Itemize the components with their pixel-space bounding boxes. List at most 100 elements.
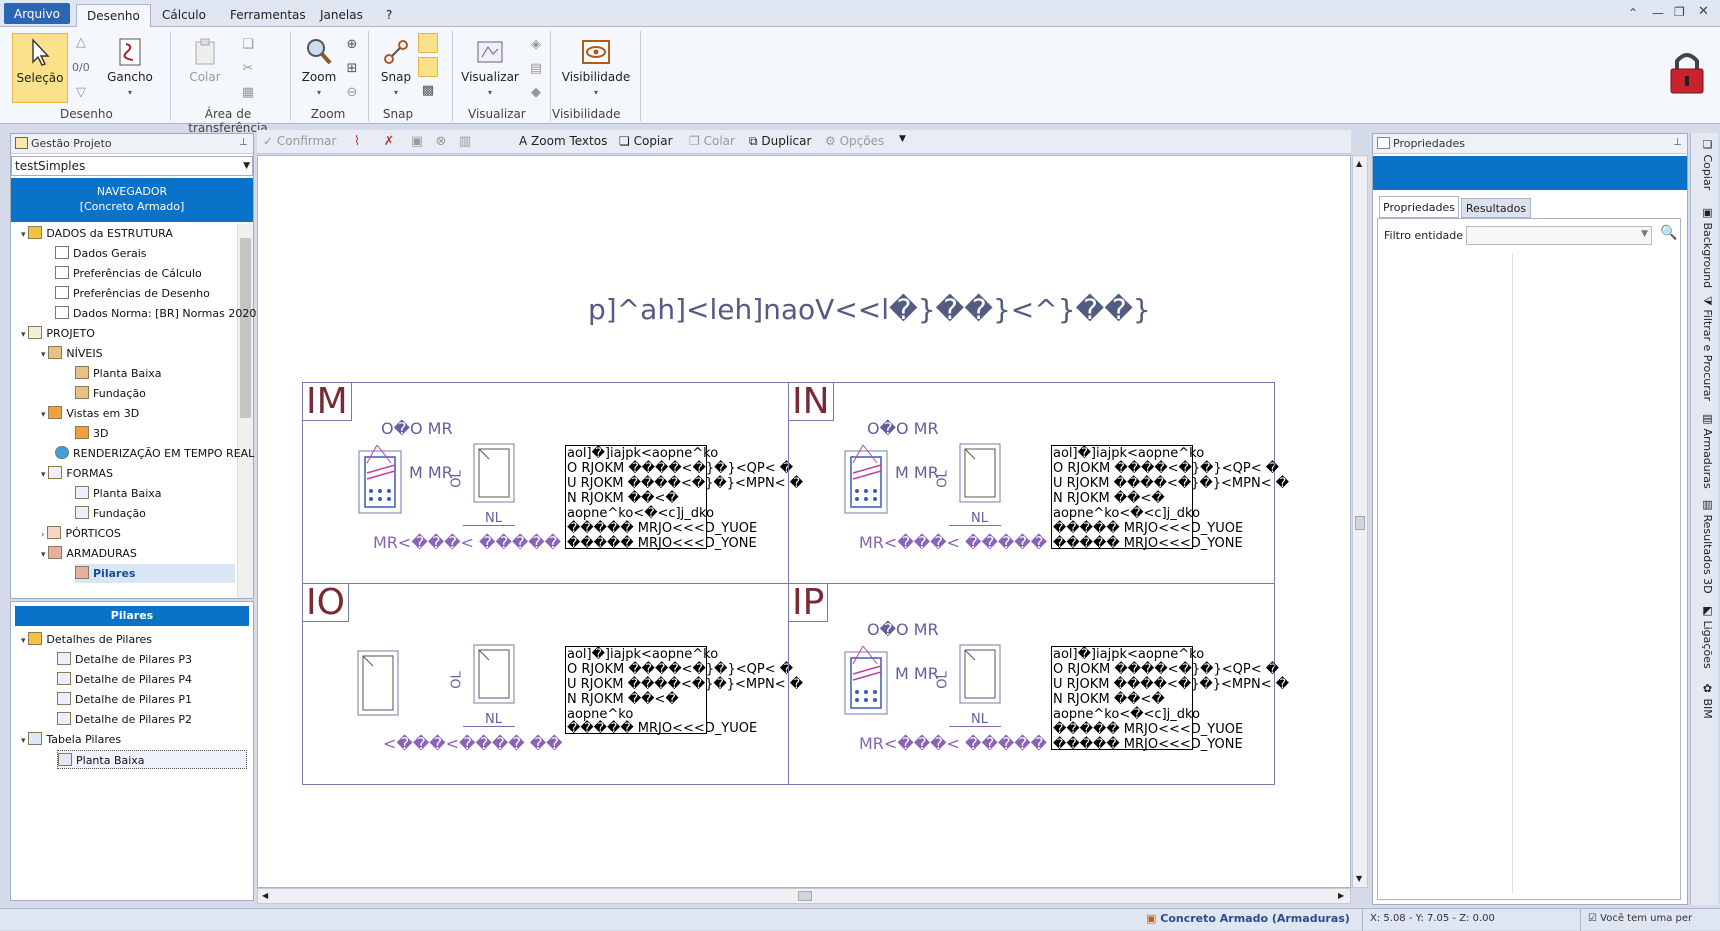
visibilidade-button[interactable]: Visibilidade ▾ <box>558 33 634 103</box>
zoom-window-icon[interactable]: ⊞ <box>346 61 358 76</box>
pilares-panel: Pilares ▾ Detalhes de Pilares Detalhe de… <box>10 601 254 901</box>
restore-icon[interactable]: ❐ <box>1674 5 1685 19</box>
snap-midpoint-toggle[interactable] <box>418 57 438 77</box>
pin-icon[interactable]: ⊥ <box>239 137 248 148</box>
tree-3d[interactable]: 3D <box>75 424 108 443</box>
side-tab-resultados-3d[interactable]: ▥ Resultados 3D <box>1701 498 1714 594</box>
nl-label: NL <box>485 712 502 727</box>
view-settings-icon[interactable]: ◆ <box>531 85 541 100</box>
opcoes-button[interactable]: ⚙ Opções <box>825 134 885 148</box>
scroll-up-icon: ▲ <box>1356 159 1363 168</box>
tree-dados-gerais[interactable]: Dados Gerais <box>55 244 147 263</box>
view-layers-icon[interactable]: ▤ <box>529 61 543 76</box>
sub-tabela-pilares[interactable]: ▾ Tabela Pilares <box>21 732 122 746</box>
tool-icon-1[interactable]: ▣ <box>410 134 424 149</box>
status-tip: ☑ Você tem uma per <box>1588 913 1693 924</box>
search-icon[interactable]: 🔍 <box>1660 225 1678 241</box>
colar-toolbar-button[interactable]: ❐ Colar <box>689 134 735 148</box>
ol-label: OL <box>935 671 951 689</box>
visualizar-button[interactable]: Visualizar ▾ <box>458 33 522 103</box>
tab-propriedades[interactable]: Propriedades <box>1379 196 1459 218</box>
snap-button[interactable]: Snap ▾ <box>374 33 418 103</box>
side-tab-ligacoes[interactable]: ◩ Ligações <box>1701 604 1714 669</box>
side-tab-copiar[interactable]: ❏ Copiar <box>1701 138 1714 191</box>
zoom-textos-button[interactable]: A Zoom Textos <box>519 134 608 148</box>
project-select[interactable]: testSimples ▼ <box>11 156 253 176</box>
tool-icon-3[interactable]: ▥ <box>458 134 472 149</box>
tree-niveis-planta-baixa[interactable]: Planta Baixa <box>75 364 162 383</box>
side-tab-bim[interactable]: ✿ BIM <box>1701 682 1714 719</box>
tree-dados-norma[interactable]: Dados Norma: [BR] Normas 2020 <box>55 304 256 323</box>
sub-planta-baixa[interactable]: Planta Baixa <box>57 750 247 769</box>
tree-scrollbar[interactable] <box>237 224 253 598</box>
tree-dados-estrutura[interactable]: ▾ DADOS da ESTRUTURA <box>21 226 173 240</box>
canvas-hscroll[interactable]: ◀ ▶ <box>257 888 1351 904</box>
zoom-in-icon[interactable]: ⊕ <box>346 37 358 52</box>
gancho-button[interactable]: Gancho ▾ <box>100 33 160 103</box>
copiar-button[interactable]: ❏ Copiar <box>619 134 673 148</box>
column-section-icon <box>844 444 888 514</box>
tree-projeto[interactable]: ▾ PROJETO <box>21 326 95 340</box>
tree-niveis-fundacao[interactable]: Fundação <box>75 384 146 403</box>
detail-cell-4[interactable]: IP O�O MR M MR OL NL MR<���< ����� aol]�… <box>788 583 1290 785</box>
tree-formas-planta-baixa[interactable]: Planta Baixa <box>75 484 162 503</box>
magnifier-icon <box>307 39 332 65</box>
sub-detalhe-p1[interactable]: Detalhe de Pilares P1 <box>57 690 192 709</box>
tree-vistas-3d[interactable]: ▾ Vistas em 3D <box>41 406 140 420</box>
tree-porticos[interactable]: › PÓRTICOS <box>41 526 121 540</box>
detail-cell-1[interactable]: IM O�O MR M MR OL NL MR<���< ����� aol]�… <box>302 382 803 584</box>
tree-armaduras[interactable]: ▾ ARMADURAS <box>41 546 137 560</box>
side-tab-background[interactable]: ▣ Background <box>1701 206 1714 289</box>
lock-icon[interactable] <box>1668 49 1706 95</box>
toolbar-more-icon[interactable]: ▼ <box>899 134 906 144</box>
duplicar-button[interactable]: ⧉ Duplicar <box>749 134 812 148</box>
canvas-vscroll[interactable]: ▲ ▼ <box>1352 155 1368 888</box>
tab-calculo[interactable]: Cálculo <box>162 8 206 22</box>
confirmar-button[interactable]: ✓ Confirmar <box>263 134 337 148</box>
tree-formas[interactable]: ▾ FORMAS <box>41 466 114 480</box>
copy-icon[interactable]: ❏ <box>242 37 254 52</box>
tab-help[interactable]: ? <box>386 8 393 22</box>
grid-select-icon[interactable]: ▦ <box>241 85 255 100</box>
selecao-button[interactable]: Seleção <box>12 33 68 103</box>
snap-endpoint-toggle[interactable] <box>418 33 438 53</box>
side-tab-armaduras[interactable]: ▤ Armaduras <box>1701 412 1714 489</box>
zoom-button[interactable]: Zoom ▾ <box>296 33 342 103</box>
tab-janelas[interactable]: Janelas <box>320 8 363 22</box>
close-icon[interactable]: ✕ <box>1698 4 1709 19</box>
tree-formas-fundacao[interactable]: Fundação <box>75 504 146 523</box>
down-arrow-icon[interactable]: ▽ <box>76 85 86 100</box>
sub-detalhe-p2[interactable]: Detalhe de Pilares P2 <box>57 710 192 729</box>
tab-desenho[interactable]: Desenho <box>76 4 151 28</box>
view-3d-icon[interactable]: ◈ <box>531 37 541 52</box>
tree-pref-desenho[interactable]: Preferências de Desenho <box>55 284 210 303</box>
view-icon <box>477 41 503 63</box>
minimize-icon[interactable]: — <box>1652 6 1664 20</box>
filter-entity-select[interactable]: ▼ <box>1466 226 1652 245</box>
tree-niveis[interactable]: ▾ NÍVEIS <box>41 346 103 360</box>
tree-pref-calculo[interactable]: Preferências de Cálculo <box>55 264 202 283</box>
collapse-ribbon-icon[interactable]: ⌃ <box>1628 6 1639 20</box>
snap-grid-icon[interactable]: ▩ <box>421 83 435 98</box>
sub-detalhe-p4[interactable]: Detalhe de Pilares P4 <box>57 670 192 689</box>
side-tab-filtrar[interactable]: ⧩ Filtrar e Procurar <box>1701 296 1714 402</box>
tree-pilares[interactable]: Pilares <box>75 564 235 583</box>
sub-detalhe-p3[interactable]: Detalhe de Pilares P3 <box>57 650 192 669</box>
sub-detalhes-pilares[interactable]: ▾ Detalhes de Pilares <box>21 632 152 646</box>
up-arrow-icon[interactable]: △ <box>76 35 86 50</box>
pin-icon[interactable]: ⊥ <box>1673 137 1682 148</box>
tool-icon-2[interactable]: ⊗ <box>435 134 447 149</box>
detail-cell-3[interactable]: IO OL NL <���<���� �� aol]�]iajpk<aopne^… <box>302 583 803 785</box>
zoom-out-icon[interactable]: ⊖ <box>346 85 358 100</box>
tab-resultados[interactable]: Resultados <box>1461 198 1531 218</box>
tab-ferramentas[interactable]: Ferramentas <box>230 8 306 22</box>
drawing-canvas[interactable]: p]^ah]<leh]naoV<<l�}��}<^}��} IM O�O MR … <box>257 155 1351 888</box>
tree-renderizacao[interactable]: RENDERIZAÇÃO EM TEMPO REAL <box>55 444 254 463</box>
rebar-edit-icon[interactable]: ⌇ <box>353 134 361 149</box>
detail-cell-2[interactable]: IN O�O MR M MR OL NL MR<���< ����� aol]�… <box>788 382 1289 584</box>
colar-button[interactable]: Colar <box>180 33 230 103</box>
steel-table-4: aol]�]iajpk<aopne^ko O RJOKM ����<�}�}<Q… <box>1051 646 1290 752</box>
cut-icon[interactable]: ✂ <box>242 61 254 76</box>
delete-icon[interactable]: ✗ <box>383 134 395 149</box>
tab-arquivo[interactable]: Arquivo <box>4 3 70 24</box>
